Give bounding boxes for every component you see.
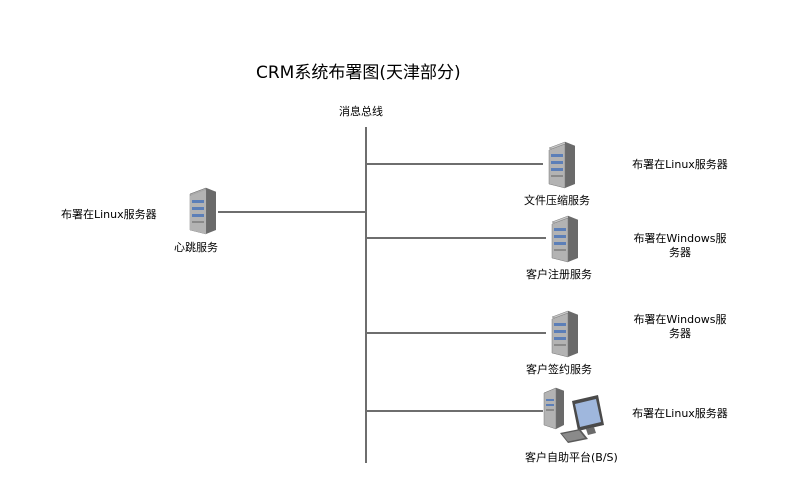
server-icon — [551, 310, 579, 358]
heartbeat-service-label: 心跳服务 — [174, 241, 218, 254]
node-label-customer-register: 客户注册服务 — [526, 268, 592, 281]
deploy-note-self-service: 布署在Linux服务器 — [632, 407, 728, 420]
deploy-note-file-compress: 布署在Linux服务器 — [632, 158, 728, 171]
server-icon — [548, 141, 576, 189]
server-icon — [189, 187, 217, 235]
workstation-icon — [543, 387, 604, 443]
bus-label: 消息总线 — [339, 105, 383, 118]
node-label-self-service: 客户自助平台(B/S) — [525, 451, 618, 464]
deploy-note-customer-register: 布署在Windows服 务器 — [633, 232, 727, 259]
heartbeat-deploy-note: 布署在Linux服务器 — [61, 208, 157, 221]
deploy-note-customer-sign: 布署在Windows服 务器 — [633, 313, 727, 340]
server-icon — [551, 215, 579, 263]
node-label-file-compress: 文件压缩服务 — [524, 194, 590, 207]
node-label-customer-sign: 客户签约服务 — [526, 363, 592, 376]
diagram-title: CRM系统布署图(天津部分) — [256, 63, 461, 83]
